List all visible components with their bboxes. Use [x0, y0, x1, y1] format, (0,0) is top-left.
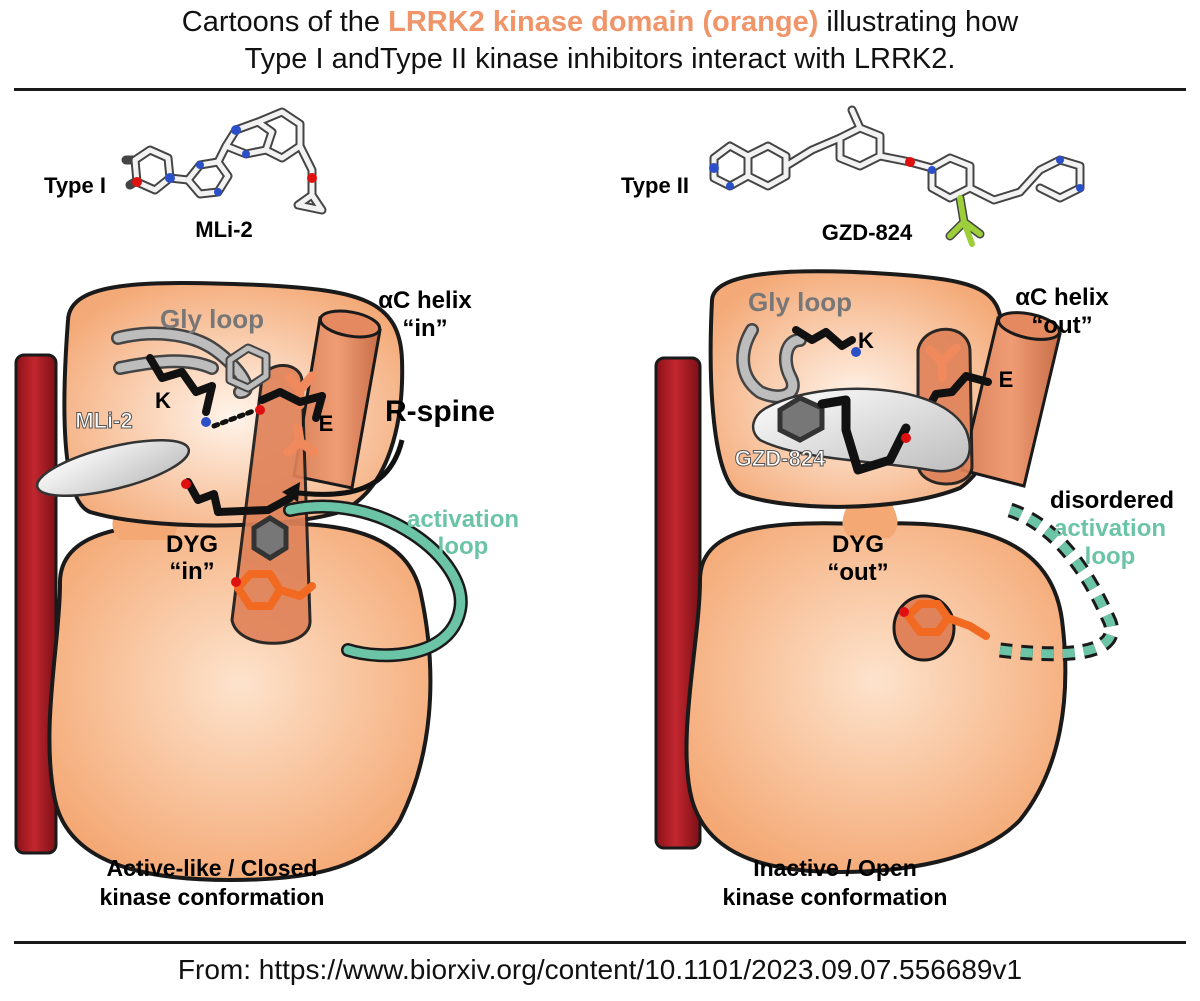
right-caption-2: kinase conformation — [723, 884, 948, 910]
right-inhibitor-type: Type II — [621, 173, 689, 198]
left-gly-loop-label: Gly loop — [160, 304, 264, 334]
right-disordered-loop — [999, 505, 1116, 659]
gzd824-structure-icon — [709, 105, 1085, 247]
left-inhibitor-type: Type I — [44, 173, 106, 198]
left-helix-label-2: “in” — [402, 315, 447, 342]
left-panel: Type I MLi-2 Gly loop — [14, 107, 519, 910]
right-helix-label-1: αC helix — [1015, 284, 1109, 311]
left-glutamate-icon — [258, 388, 326, 422]
title-text-post: illustrating how — [818, 6, 1019, 38]
source-citation: From: https://www.biorxiv.org/content/10… — [177, 954, 1023, 985]
left-inhibitor-name: MLi-2 — [195, 217, 252, 242]
figure-title: Cartoons of the LRRK2 kinase domain (ora… — [0, 4, 1200, 78]
left-tyrosine-icon — [234, 570, 316, 610]
right-inhibitor-name: GZD-824 — [822, 220, 913, 245]
right-phe-ring — [777, 395, 825, 443]
left-ligand-oval — [35, 438, 191, 498]
right-lysine-nitrogen — [851, 347, 861, 357]
bottom-divider — [14, 941, 1186, 944]
left-r-spine-label: R-spine — [385, 395, 495, 428]
left-caption-1: Active-like / Closed — [107, 855, 318, 881]
right-aspartate-oxygen — [901, 433, 911, 443]
left-aspartate-icon — [184, 478, 294, 516]
left-glutamate-label: E — [319, 411, 334, 436]
right-disordered-label-1: disordered — [1050, 487, 1174, 514]
left-phe-ring — [251, 515, 289, 561]
right-tyrosine-oxygen — [899, 607, 909, 617]
right-dyg-label-2: “out” — [827, 559, 888, 586]
title-highlight: LRRK2 kinase domain (orange) — [388, 6, 819, 38]
left-gly-loop-icon — [111, 326, 271, 399]
right-disordered-label-3: loop — [1085, 543, 1136, 570]
left-r-spine-arrow — [289, 439, 405, 497]
top-divider — [14, 88, 1186, 91]
right-gly-loop-icon — [736, 323, 807, 404]
right-lysine-icon — [792, 326, 856, 350]
right-glutamate-label: E — [999, 367, 1014, 392]
left-ac-helix — [292, 309, 382, 490]
right-caption-1: Inactive / Open — [753, 855, 917, 881]
left-activation-label-1: activation — [407, 506, 519, 533]
left-ligand-label: MLi-2 — [75, 408, 132, 433]
right-hinge — [842, 500, 898, 538]
left-helix-label-1: αC helix — [378, 287, 472, 314]
left-aspartate-oxygen — [181, 479, 191, 489]
title-line-2: Type I andType II kinase inhibitors inte… — [244, 43, 956, 75]
right-gly-loop-label: Gly loop — [748, 287, 852, 317]
mli2-structure-icon — [121, 107, 327, 215]
title-text-pre: Cartoons of the — [181, 6, 389, 38]
left-dyg-label-2: “in” — [169, 558, 214, 585]
left-helix-residues — [283, 371, 319, 457]
left-lysine-nitrogen — [201, 417, 211, 427]
right-ligand-label: GZD-824 — [735, 446, 826, 471]
left-r-spine-arrowhead — [282, 482, 300, 502]
left-dyg-label-1: DYG — [166, 531, 218, 558]
left-salt-bridge — [211, 407, 259, 429]
left-activation-loop — [285, 502, 466, 660]
right-disordered-label-2: activation — [1054, 515, 1166, 542]
left-lysine-label: K — [155, 388, 171, 413]
left-activation-label-2: loop — [438, 533, 489, 560]
left-caption-2: kinase conformation — [100, 884, 325, 910]
left-tyrosine-oxygen — [231, 577, 241, 587]
right-helix-label-2: “out” — [1031, 312, 1092, 339]
left-lysine-icon — [146, 354, 216, 416]
right-dyg-label-1: DYG — [832, 531, 884, 558]
right-lysine-label: K — [858, 328, 874, 353]
right-panel: Type II GZD-824 Gly loop — [621, 105, 1174, 910]
left-glutamate-oxygen — [255, 405, 265, 415]
right-ac-helix — [960, 311, 1062, 488]
title-line-1: Cartoons of the LRRK2 kinase domain (ora… — [0, 4, 1200, 41]
right-tyrosine-icon — [904, 600, 990, 640]
